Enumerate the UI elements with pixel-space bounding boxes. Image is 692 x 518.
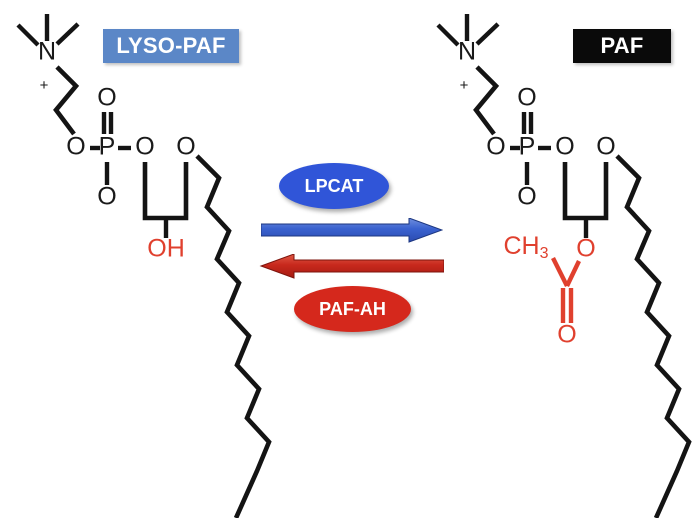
left-nitrogen-charge: + bbox=[40, 77, 49, 94]
forward-arrow-icon bbox=[260, 217, 444, 243]
paf-label-box: PAF bbox=[573, 29, 671, 63]
lyso-paf-label-text: LYSO-PAF bbox=[116, 33, 226, 58]
right-acetyl-methyl-text: CH bbox=[503, 232, 539, 260]
left-n-methyl-bond-left bbox=[16, 23, 40, 47]
lyso-paf-label-box: LYSO-PAF bbox=[103, 29, 239, 63]
right-nitrogen-label: N bbox=[458, 38, 476, 66]
right-n-methyl-bond-left bbox=[436, 23, 460, 47]
right-glycerol-bracket bbox=[562, 162, 609, 221]
forward-reaction-arrow bbox=[260, 217, 444, 249]
right-ether-oxygen-label: O bbox=[596, 133, 615, 161]
right-phosphorus-label: P bbox=[519, 133, 536, 161]
left-glycerol-bracket bbox=[142, 162, 189, 221]
right-quaternary-ammonium: N + bbox=[436, 14, 500, 94]
left-phosphate-oxygen-ester-left: O bbox=[66, 133, 85, 161]
left-nitrogen-label: N bbox=[38, 38, 56, 66]
left-phosphate-lower-oxygen: O bbox=[97, 183, 116, 211]
right-acetyl-group: O O CH3 bbox=[503, 232, 595, 349]
enzyme-paf-ah-ellipse: PAF-AH bbox=[294, 286, 411, 332]
right-alkyl-chain bbox=[615, 154, 692, 518]
left-quaternary-ammonium: N + bbox=[16, 14, 80, 94]
right-n-methyl-bond-right bbox=[475, 22, 500, 46]
right-acetyl-methyl-subscript: 3 bbox=[540, 245, 549, 262]
paf-label-text: PAF bbox=[600, 33, 644, 58]
left-alkyl-chain bbox=[195, 154, 272, 518]
left-molecule-lyso-paf: N + O P O O O bbox=[16, 14, 272, 518]
enzyme-lpcat-ellipse: LPCAT bbox=[279, 163, 389, 209]
right-molecule-paf: N + O P O O O bbox=[436, 14, 692, 518]
right-phosphate-oxygen-ester-right: O bbox=[555, 133, 574, 161]
right-acetyl-methyl-label: CH3 bbox=[503, 232, 548, 263]
right-phosphate-lower-oxygen: O bbox=[517, 183, 536, 211]
left-glycerol-backbone: OH bbox=[142, 162, 189, 263]
left-n-methyl-bond-right bbox=[55, 22, 80, 46]
right-acetyl-ester-oxygen: O bbox=[576, 235, 595, 263]
left-phosphate-group: O P O O O bbox=[66, 84, 154, 211]
left-ether-oxygen-label: O bbox=[176, 133, 195, 161]
right-acetyl-c-ch3-bond bbox=[551, 257, 569, 287]
left-phosphorus-label: P bbox=[99, 133, 116, 161]
left-phosphate-double-bond-oxygen: O bbox=[97, 84, 116, 112]
left-ethylene-bridge bbox=[53, 65, 80, 136]
left-phosphate-oxygen-ester-right: O bbox=[135, 133, 154, 161]
reverse-arrow-icon bbox=[259, 253, 445, 279]
reverse-reaction-arrow bbox=[259, 253, 445, 285]
enzyme-paf-ah-label: PAF-AH bbox=[319, 298, 386, 319]
right-phosphate-double-bond-oxygen: O bbox=[517, 84, 536, 112]
right-nitrogen-charge: + bbox=[460, 77, 469, 94]
right-glycerol-backbone bbox=[562, 162, 609, 238]
right-acetyl-o-c-bond bbox=[565, 260, 581, 287]
right-phosphate-group: O P O O O bbox=[486, 84, 574, 211]
enzyme-lpcat-label: LPCAT bbox=[304, 175, 364, 196]
right-ethylene-bridge bbox=[473, 65, 500, 136]
right-acetyl-carbonyl-oxygen: O bbox=[557, 321, 576, 349]
right-phosphate-oxygen-ester-left: O bbox=[486, 133, 505, 161]
left-hydroxyl-label: OH bbox=[147, 235, 185, 263]
